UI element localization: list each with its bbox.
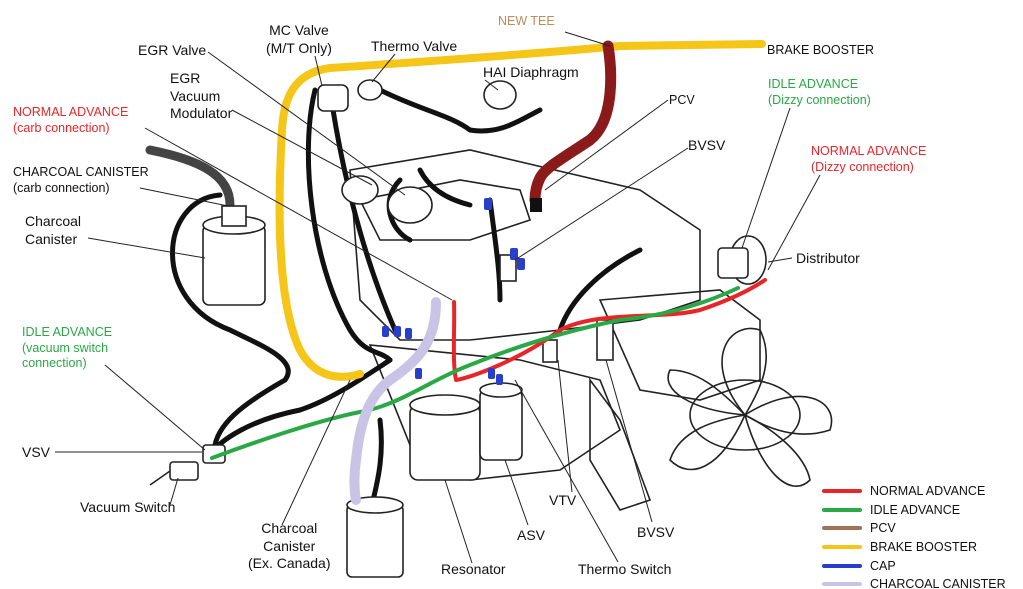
legend-swatch-red — [822, 489, 862, 494]
legend-label: PCV — [870, 521, 896, 536]
label-bvsv-bottom: BVSV — [637, 524, 675, 540]
label-charcoal-canister: Charcoal Canister — [25, 213, 82, 247]
legend-item-brake-booster: BRAKE BOOSTER — [822, 538, 1017, 557]
charcoal-canister-hose — [349, 297, 441, 505]
legend-label: BRAKE BOOSTER — [870, 540, 977, 555]
legend-swatch-brown — [822, 526, 862, 531]
cooling-fan — [667, 327, 833, 487]
legend-label: IDLE ADVANCE — [870, 502, 961, 517]
brake-booster-hose — [275, 40, 766, 381]
label-thermo-valve: Thermo Valve — [371, 38, 458, 54]
engine-components — [149, 79, 767, 578]
label-mc-valve: MC Valve (M/T Only) — [266, 22, 332, 56]
label-leader-lines — [55, 31, 821, 564]
label-pcv: PCV — [669, 93, 695, 107]
legend-swatch-blue — [822, 563, 862, 568]
legend-swatch-yellow — [822, 545, 862, 550]
legend-item-cap: CAP — [822, 556, 1017, 575]
black-vacuum-hoses — [170, 87, 643, 508]
label-brake-booster: BRAKE BOOSTER — [767, 43, 874, 57]
legend-item-pcv: PCV — [822, 519, 1017, 538]
legend-label: NORMAL ADVANCE — [870, 484, 986, 499]
label-vtv: VTV — [549, 492, 577, 508]
label-egr-valve: EGR Valve — [138, 42, 207, 58]
label-charcoal-canister-carb: CHARCOAL CANISTER (carb connection) — [13, 165, 149, 195]
legend-item-normal-advance: NORMAL ADVANCE — [822, 482, 1017, 501]
label-new-tee: NEW TEE — [498, 14, 555, 28]
label-hai-diaphragm: HAI Diaphragm — [483, 64, 579, 80]
label-resonator: Resonator — [441, 561, 506, 577]
label-idle-advance-dizzy: IDLE ADVANCE (Dizzy connection) — [768, 77, 871, 107]
legend-label: CAP — [870, 558, 896, 573]
label-vsv: VSV — [22, 444, 51, 460]
label-normal-advance-carb: NORMAL ADVANCE (carb connection) — [13, 105, 129, 135]
label-egr-vacuum-modulator: EGR Vacuum Modulator — [170, 70, 233, 121]
label-charcoal-canister-ex-canada: Charcoal Canister (Ex. Canada) — [248, 520, 331, 571]
pcv-valve — [530, 198, 542, 212]
vacuum-caps — [382, 198, 525, 385]
pcv-hose — [529, 40, 617, 206]
legend-item-charcoal-canister: CHARCOAL CANISTER — [822, 575, 1017, 589]
label-vacuum-switch: Vacuum Switch — [80, 499, 176, 515]
legend-label: CHARCOAL CANISTER — [870, 577, 1006, 589]
label-normal-advance-dizzy: NORMAL ADVANCE (Dizzy connection) — [811, 144, 927, 174]
legend-swatch-lavender — [822, 582, 862, 587]
label-bvsv-top: BVSV — [688, 137, 726, 153]
label-idle-advance-vacuum: IDLE ADVANCE (vacuum switch connection) — [22, 325, 113, 371]
legend-item-idle-advance: IDLE ADVANCE — [822, 501, 1017, 520]
normal-advance-hose — [451, 278, 767, 382]
idle-advance-hose — [210, 286, 740, 460]
label-thermo-switch: Thermo Switch — [578, 561, 672, 577]
label-asv: ASV — [517, 527, 546, 543]
label-distributor: Distributor — [796, 250, 860, 266]
canister-hose — [145, 145, 235, 210]
legend-swatch-green — [822, 507, 862, 512]
legend: NORMAL ADVANCE IDLE ADVANCE PCV BRAKE BO… — [822, 482, 1017, 589]
